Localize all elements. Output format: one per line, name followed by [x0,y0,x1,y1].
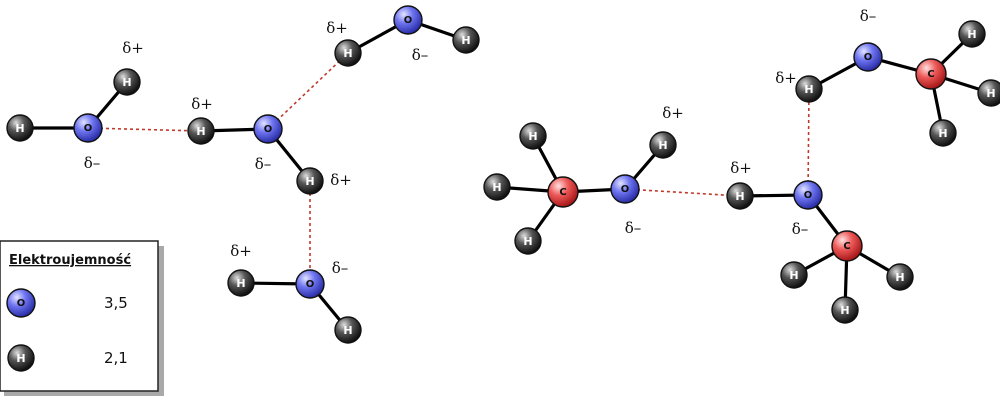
hydrogen-atom-hb2-symbol: H [895,271,904,284]
hydrogen-atom-h5: H [334,39,362,67]
partial-charge-negative-9: δ– [332,259,349,277]
hydrogen-atom-hb3: H [831,296,859,324]
hydrogen-atom-ha1: H [519,122,547,150]
hydrogen-atom-h7-symbol: H [236,277,245,290]
oxygen-atom-oa: O [610,174,640,204]
oxygen-atom-ob: O [793,180,823,210]
hydrogen-atom-h8: H [334,316,362,344]
hydrogen-bond-4 [624,188,741,197]
hydrogen-atom-hb1: H [780,261,808,289]
oxygen-atom-oc: O [853,42,883,72]
oxygen-atom-o1-symbol: O [84,123,93,134]
hydrogen-atom-hb2: H [886,263,914,291]
partial-charge-positive-5: δ+ [330,171,352,189]
partial-charge-positive-12: δ+ [730,159,752,177]
hydrogen-atom-hb1-symbol: H [789,269,798,282]
hydrogen-atom-ha4-symbol: H [658,139,667,152]
partial-charge-negative-11: δ– [625,219,642,237]
hydrogen-atom-ha1-symbol: H [528,130,537,143]
hydrogen-atom-h1-symbol: H [15,122,24,135]
oxygen-atom-o3: O [393,5,423,35]
hydrogen-atom-hc4: H [929,119,957,147]
partial-charge-negative-2: δ– [84,154,101,172]
hydrogen-atom-ha4: H [649,131,677,159]
legend-title: Elektroujemność [9,253,131,268]
hydrogen-atom-h4-symbol: H [305,175,314,188]
oxygen-atom-o3-symbol: O [404,15,413,26]
hydrogen-atom-h3-symbol: H [196,125,205,138]
legend-hydrogen-atom-symbol: H [16,352,25,365]
carbon-atom-cc: C [915,58,947,90]
hydrogen-bond-1 [87,127,202,132]
partial-charge-negative-4: δ– [255,155,272,173]
partial-charge-negative-7: δ– [412,46,429,64]
hydrogen-atom-hc2: H [958,20,986,48]
partial-charge-positive-10: δ+ [662,104,684,122]
hydrogen-bond-5 [807,88,810,196]
partial-charge-positive-1: δ+ [122,39,144,57]
partial-charge-negative-15: δ– [860,7,877,25]
hydrogen-bond-layer [87,52,810,284]
legend-hydrogen-atom: H [7,344,35,372]
carbon-atom-ca-symbol: C [559,187,566,198]
hydrogen-atom-h6-symbol: H [461,34,470,47]
hydrogen-atom-hb3-symbol: H [840,304,849,317]
partial-charge-positive-6: δ+ [326,19,348,37]
oxygen-atom-o4: O [295,269,325,299]
oxygen-atom-o2: O [253,114,283,144]
oxygen-atom-o2-symbol: O [264,124,273,135]
hydrogen-atom-ha5: H [726,182,754,210]
hydrogen-bond-2 [267,52,349,130]
oxygen-atom-o4-symbol: O [306,279,315,290]
partial-charge-positive-14: δ+ [775,69,797,87]
legend-value-oxygen: 3,5 [104,294,128,312]
hydrogen-atom-hc1: H [795,75,823,103]
carbon-atom-cc-symbol: C [927,69,934,80]
oxygen-atom-o1: O [73,113,103,143]
charge-label-layer: δ+ δ– δ+ δ– δ+ δ+ δ– δ+ δ– δ+ δ– δ+ δ– δ+ δ– [84,7,877,277]
hydrogen-atom-ha3-symbol: H [523,235,532,248]
hydrogen-atom-hc1-symbol: H [804,83,813,96]
hydrogen-atom-h1: H [6,114,34,142]
hydrogen-atom-hc4-symbol: H [938,127,947,140]
legend-oxygen-atom-symbol: O [17,298,26,309]
partial-charge-positive-3: δ+ [191,95,213,113]
hydrogen-atom-ha3: H [514,227,542,255]
hydrogen-atom-h6: H [452,26,480,54]
hydrogen-atom-h3: H [187,117,215,145]
carbon-atom-ca: C [547,176,579,208]
hydrogen-atom-hc2-symbol: H [967,28,976,41]
hydrogen-atom-hc3-symbol: H [986,87,995,100]
hydrogen-atom-h7: H [227,269,255,297]
hydrogen-atom-hc3: H [977,79,1000,107]
hydrogen-atom-h8-symbol: H [343,324,352,337]
oxygen-atom-ob-symbol: O [804,190,813,201]
partial-charge-negative-13: δ– [792,220,809,238]
hydrogen-atom-h2: H [113,68,141,96]
oxygen-atom-oa-symbol: O [621,184,630,195]
hydrogen-atom-h4: H [296,167,324,195]
oxygen-atom-oc-symbol: O [864,52,873,63]
legend-value-hydrogen: 2,1 [104,349,128,367]
carbon-atom-cb: C [831,230,863,262]
atom-layer: H O H H O H H O H H O H C H H H O H H O C H H H H O C H H H [6,5,1000,344]
hydrogen-atom-h2-symbol: H [122,76,131,89]
partial-charge-positive-8: δ+ [230,242,252,260]
legend-oxygen-atom: O [6,288,36,318]
hydrogen-atom-h5-symbol: H [343,47,352,60]
hydrogen-atom-ha2: H [483,173,511,201]
hydrogen-atom-ha5-symbol: H [735,190,744,203]
hydrogen-atom-ha2-symbol: H [492,181,501,194]
carbon-atom-cb-symbol: C [843,241,850,252]
covalent-bond-layer [18,18,993,332]
